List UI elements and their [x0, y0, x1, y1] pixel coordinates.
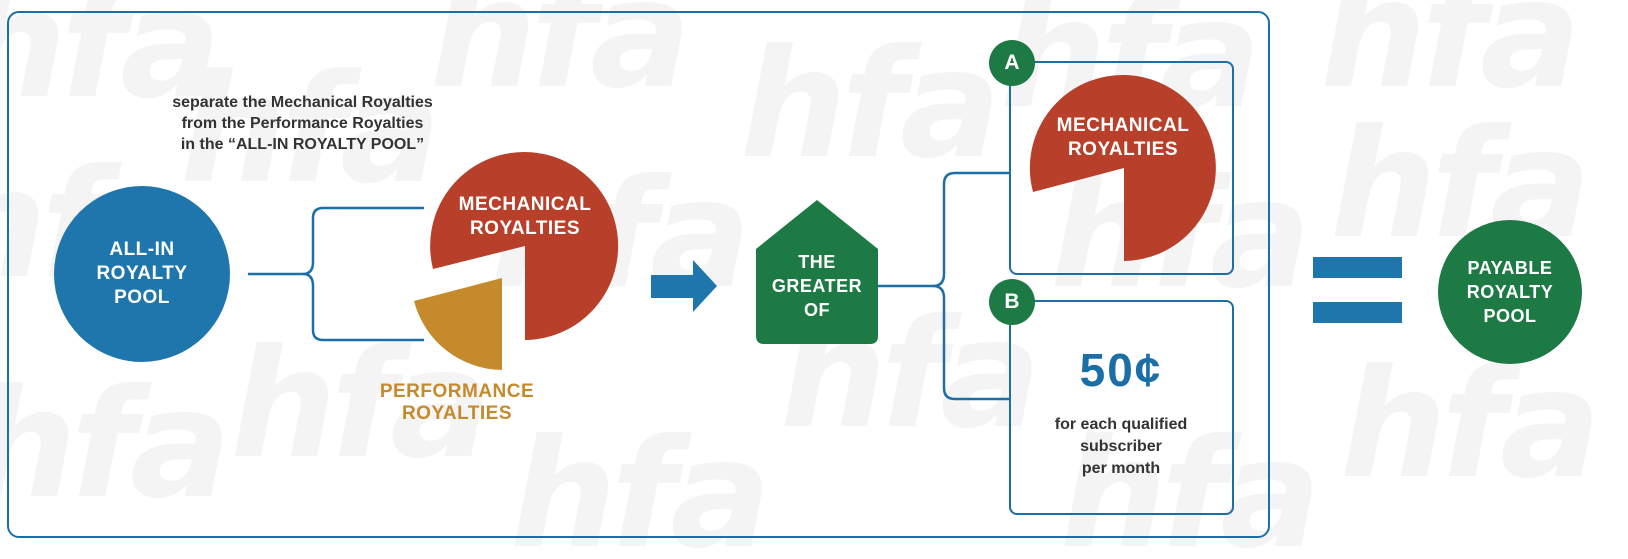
mechanical-slice	[430, 152, 619, 340]
mechanical-label: MECHANICAL ROYALTIES	[458, 194, 592, 239]
performance-label: PERFORMANCE ROYALTIES	[379, 381, 535, 424]
option-b-badge: B	[989, 279, 1035, 325]
option-a-badge: A	[989, 40, 1035, 86]
option-a-mechanical-slice	[1029, 75, 1216, 261]
option-a-label: MECHANICAL ROYALTIES	[1056, 115, 1190, 160]
options-bracket	[878, 171, 1010, 401]
watermark: hfa	[510, 408, 771, 559]
option-a-box	[1009, 61, 1234, 275]
all-in-pool-label: ALL-IN ROYALTY POOL	[96, 239, 188, 308]
caption-text: separate the Mechanical Royalties from t…	[172, 94, 433, 153]
watermark: hfa	[1060, 408, 1321, 559]
option-b-amount: 50¢	[1079, 344, 1163, 396]
split-bracket	[248, 206, 424, 342]
payable-pool-circle	[1438, 220, 1582, 364]
watermark: hfa	[740, 18, 1001, 192]
watermark: hfa	[0, 358, 231, 532]
diagram-frame	[7, 11, 1270, 538]
payable-pool-label: PAYABLE ROYALTY POOL	[1466, 258, 1554, 326]
performance-slice	[414, 278, 502, 370]
watermark: hfa	[230, 318, 491, 492]
watermark: hfa	[1340, 338, 1601, 512]
greater-of-label: THE GREATER OF	[771, 252, 863, 320]
all-in-pool-circle	[54, 186, 230, 362]
option-b-note: for each qualified subscriber per month	[1054, 416, 1188, 477]
watermark: hfa	[180, 43, 441, 217]
right-arrow-icon	[651, 260, 717, 312]
greater-of-shape	[756, 200, 878, 344]
watermark: hfa	[430, 0, 691, 122]
watermark: hfa	[0, 0, 221, 132]
watermark: hfa	[1320, 0, 1581, 122]
equals-bar-top	[1313, 257, 1402, 278]
equals-bar-bottom	[1313, 302, 1402, 323]
option-b-box	[1009, 300, 1234, 515]
